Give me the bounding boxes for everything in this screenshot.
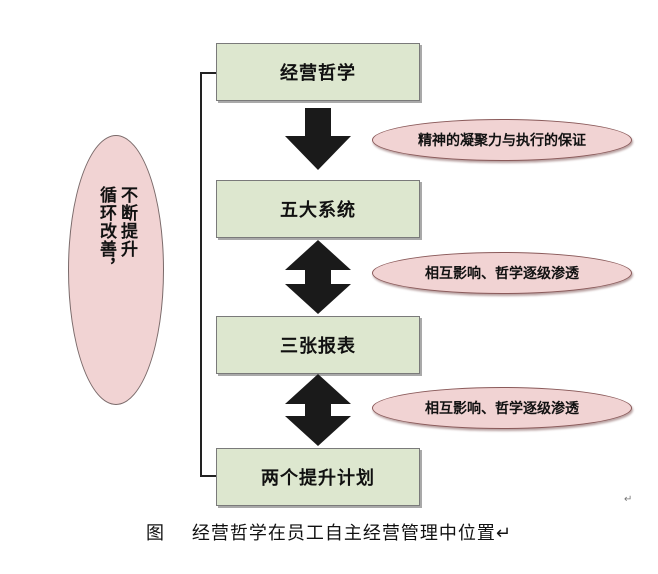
pill-mutual-influence-2: 相互影响、哲学逐级渗透 — [372, 387, 632, 429]
paragraph-mark-icon: ↵ — [624, 494, 633, 505]
loop-line-vertical — [200, 72, 202, 477]
box-three-reports: 三张报表 — [216, 316, 420, 374]
loop-line-bottom — [201, 475, 216, 477]
side-text-col-2: 不断提升 — [117, 186, 137, 258]
side-text: 循环改善， 不断提升 — [84, 186, 148, 346]
pill-cohesion-execution: 精神的凝聚力与执行的保证 — [372, 119, 632, 161]
box-two-improvement-plans: 两个提升计划 — [216, 448, 420, 506]
side-text-col-1: 循环改善， — [96, 186, 116, 276]
down-arrow-icon — [285, 108, 351, 170]
pill-mutual-influence-1: 相互影响、哲学逐级渗透 — [372, 252, 632, 294]
double-arrow-icon — [285, 240, 351, 314]
loop-line-top — [201, 72, 216, 74]
double-arrow-icon — [285, 374, 351, 446]
box-business-philosophy: 经营哲学 — [216, 43, 420, 101]
figure-caption: 图 经营哲学在员工自主经营管理中位置↵ — [146, 523, 512, 544]
box-five-systems: 五大系统 — [216, 180, 420, 238]
side-ellipse — [68, 135, 164, 405]
